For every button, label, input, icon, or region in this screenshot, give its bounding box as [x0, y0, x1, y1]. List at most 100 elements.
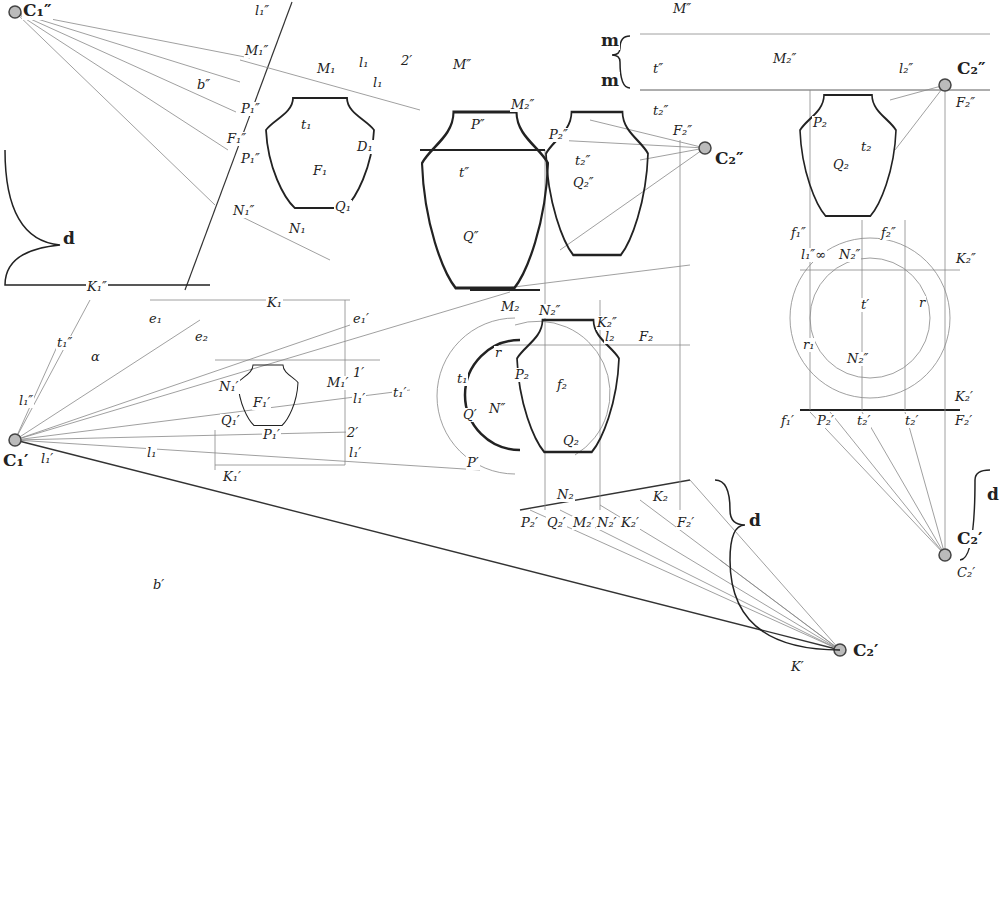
point-label: M₁′ — [326, 376, 349, 390]
point-label: C₂′ — [956, 566, 976, 580]
point-label: l₁″ — [18, 394, 34, 408]
point-label: t″ — [458, 166, 470, 180]
point-label: t′ — [860, 298, 870, 312]
point-label: 2′ — [346, 426, 359, 440]
point-label: K₂″ — [596, 316, 618, 330]
point-label: e₁ — [148, 312, 163, 326]
point-label: l₂″ — [898, 62, 914, 76]
point-label: l₁ — [358, 56, 369, 70]
point-label: t₂ — [860, 140, 872, 154]
point-label: M″ — [452, 58, 472, 72]
point-label: N₂″ — [838, 248, 861, 262]
point-label: r — [918, 296, 926, 310]
point-label: N₂′ — [596, 516, 618, 530]
point-label: K₂′ — [620, 516, 640, 530]
point-label: t₁ — [300, 118, 312, 132]
point-label: l₁′ — [352, 392, 366, 406]
point-label: F₂′ — [954, 414, 973, 428]
point-label: M₁″ — [244, 44, 269, 58]
point-label: F₂ — [638, 330, 654, 344]
point-label: M₂″ — [510, 98, 535, 112]
point-label: K₁ — [266, 296, 283, 310]
point-label: Q₂″ — [572, 176, 595, 190]
point-label: M″ — [672, 2, 692, 16]
point-label: l₁″ — [254, 4, 270, 18]
point-label: D₁ — [356, 140, 374, 154]
point-label: t₂′ — [904, 414, 919, 428]
point-label: N₁ — [288, 222, 307, 236]
point-label: P₂′ — [816, 414, 835, 428]
point-label: F₁ — [312, 164, 328, 178]
point-label: N₁″ — [232, 204, 255, 218]
point-label: l₁′ — [40, 452, 54, 466]
point-label: F₂″ — [672, 124, 693, 138]
point-label: Q₂ — [562, 434, 580, 448]
point-label: t₁ — [456, 372, 468, 386]
point-label: P₁″ — [240, 102, 261, 116]
point-label: r — [494, 346, 502, 360]
point-label: Q″ — [462, 230, 480, 244]
point-label: N₂ — [556, 488, 575, 502]
point-label: M₁ — [316, 62, 337, 76]
point-label: Q₂′ — [546, 516, 567, 530]
point-label: f₂ — [556, 378, 568, 392]
point-label: m — [600, 72, 620, 90]
point-label: d — [62, 230, 76, 248]
point-label: α — [90, 350, 101, 364]
point-label: 1′ — [352, 366, 365, 380]
point-label: C₂′ — [852, 642, 879, 660]
point-label: N₂″ — [846, 352, 869, 366]
point-label: t₂″ — [574, 154, 591, 168]
point-label: K₁′ — [222, 470, 242, 484]
point-label: e₁′ — [352, 312, 370, 326]
point-label: b″ — [196, 78, 211, 92]
point-label: r₁ — [802, 338, 815, 352]
point-label: C₁″ — [22, 2, 53, 20]
point-label: F₂′ — [676, 516, 695, 530]
point-label: K₁″ — [86, 280, 108, 294]
point-label: C₂′ — [956, 530, 983, 548]
point-label: l₁′ — [348, 446, 362, 460]
point-label: d — [986, 486, 1000, 504]
point-label: b′ — [152, 578, 165, 592]
point-label: Q₁ — [334, 200, 352, 214]
point-label: l₂ — [604, 330, 615, 344]
point-label: m — [600, 32, 620, 50]
point-label: C₁′ — [2, 452, 29, 470]
point-label: P′ — [466, 456, 480, 470]
point-label: C₂″ — [956, 60, 987, 78]
point-label: N₂″ — [538, 304, 561, 318]
point-label: t″ — [652, 62, 664, 76]
point-label: M₂′ — [572, 516, 595, 530]
point-label: P₂ — [514, 368, 530, 382]
point-label: Q′ — [462, 408, 478, 422]
point-label: f₁′ — [780, 414, 795, 428]
point-label: N″ — [488, 402, 506, 416]
point-label: F₂″ — [955, 96, 976, 110]
point-label: d — [748, 512, 762, 530]
point-label: F₁′ — [252, 396, 271, 410]
point-label: l₁ — [372, 76, 383, 90]
point-label: K₂″ — [955, 252, 977, 266]
point-label: t₁′ — [392, 386, 407, 400]
point-label: P₂″ — [548, 128, 569, 142]
point-label: K₂′ — [954, 390, 974, 404]
point-label: 2′ — [400, 54, 413, 68]
point-label: f₂″ — [880, 226, 897, 240]
point-label: P₁″ — [240, 152, 261, 166]
point-label: e₂ — [194, 330, 209, 344]
point-label: C₂″ — [714, 150, 745, 168]
point-label: K₂ — [652, 490, 669, 504]
point-label: F₁″ — [226, 132, 247, 146]
point-label: t₂″ — [652, 104, 669, 118]
point-label: Q₁′ — [220, 414, 241, 428]
point-label: t₁″ — [56, 336, 73, 350]
point-label: t₂′ — [856, 414, 871, 428]
point-label: P″ — [470, 118, 486, 132]
point-label: P₂ — [812, 116, 828, 130]
point-label: N₁′ — [218, 380, 240, 394]
point-label: P₁′ — [262, 428, 281, 442]
point-label: M₂ — [500, 300, 521, 314]
point-label: K′ — [790, 660, 805, 674]
point-label: Q₂ — [832, 158, 850, 172]
